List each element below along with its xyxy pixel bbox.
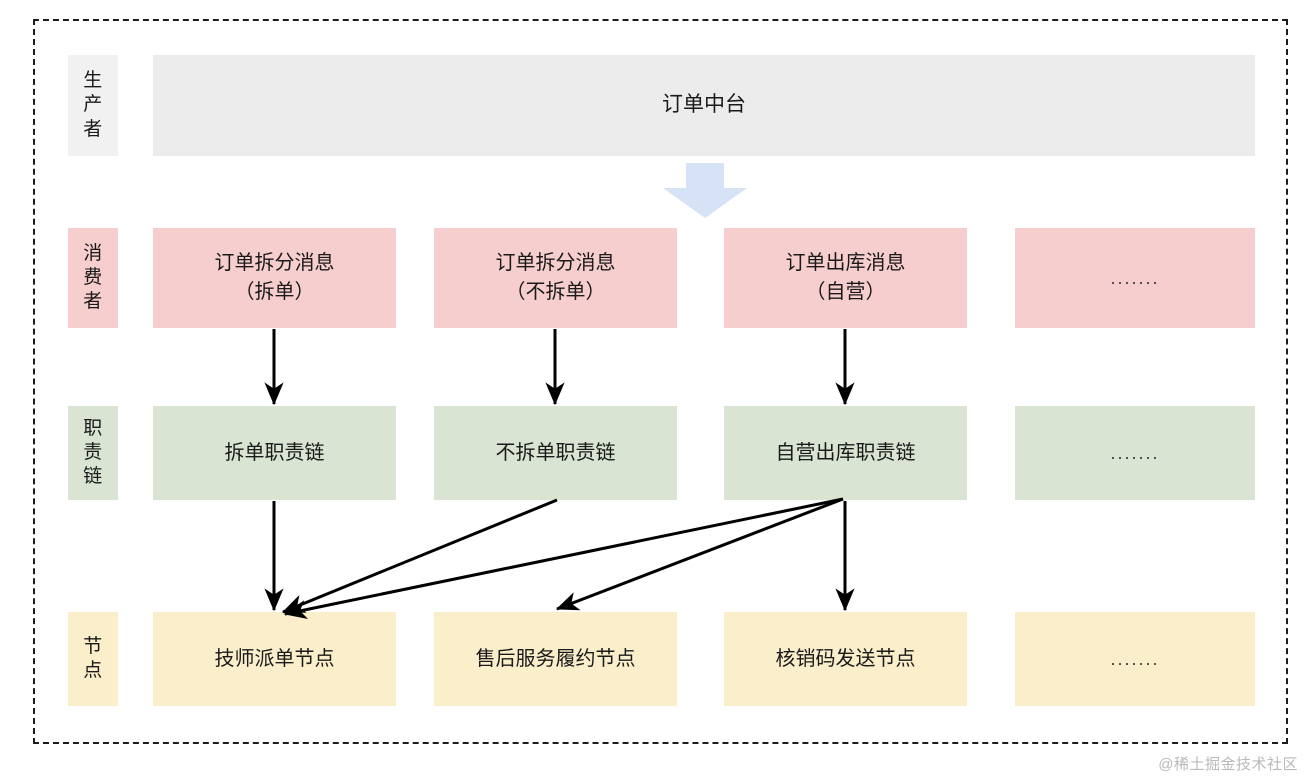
row-label-node-text: 节点 — [83, 635, 103, 681]
box-chain-no-split-text: 不拆单职责链 — [495, 441, 616, 464]
box-chain-more: ....... — [1015, 406, 1255, 500]
row-label-chain-text: 职责链 — [83, 417, 103, 488]
box-node-aftersales-fulfillment: 售后服务履约节点 — [434, 612, 677, 706]
row-label-consumer: 消费者 — [68, 228, 118, 328]
box-chain-split-text: 拆单职责链 — [224, 441, 325, 464]
watermark: @稀土掘金技术社区 — [1158, 756, 1298, 773]
box-node-technician-dispatch-text: 技师派单节点 — [214, 647, 335, 670]
box-node-redeem-code-send: 核销码发送节点 — [724, 612, 967, 706]
box-chain-split: 拆单职责链 — [153, 406, 396, 500]
box-chain-self-outbound: 自营出库职责链 — [724, 406, 967, 500]
row-label-producer: 生产者 — [68, 55, 118, 156]
box-chain-no-split: 不拆单职责链 — [434, 406, 677, 500]
box-order-center-text: 订单中台 — [662, 93, 746, 117]
box-order-center: 订单中台 — [153, 55, 1255, 156]
box-chain-more-text: ....... — [1110, 442, 1160, 463]
box-consumer-no-split-order: 订单拆分消息 （不拆单） — [434, 228, 677, 328]
box-consumer-outbound-self-text: 订单出库消息 （自营） — [785, 252, 906, 303]
row-label-producer-text: 生产者 — [83, 70, 103, 140]
box-node-more-text: ....... — [1110, 648, 1160, 669]
box-consumer-more-text: ....... — [1110, 267, 1160, 288]
row-label-consumer-text: 消费者 — [83, 242, 103, 313]
box-consumer-split-order: 订单拆分消息 （拆单） — [153, 228, 396, 328]
box-consumer-more: ....... — [1015, 228, 1255, 328]
box-node-more: ....... — [1015, 612, 1255, 706]
box-node-technician-dispatch: 技师派单节点 — [153, 612, 396, 706]
box-consumer-outbound-self: 订单出库消息 （自营） — [724, 228, 967, 328]
diagram-dashed-frame — [33, 19, 1288, 744]
box-chain-self-outbound-text: 自营出库职责链 — [775, 441, 916, 464]
box-consumer-no-split-order-text: 订单拆分消息 （不拆单） — [495, 252, 616, 303]
row-label-node: 节点 — [68, 612, 118, 706]
box-consumer-split-order-text: 订单拆分消息 （拆单） — [214, 252, 335, 303]
box-node-aftersales-fulfillment-text: 售后服务履约节点 — [475, 647, 636, 670]
box-node-redeem-code-send-text: 核销码发送节点 — [775, 647, 916, 670]
row-label-chain: 职责链 — [68, 406, 118, 500]
